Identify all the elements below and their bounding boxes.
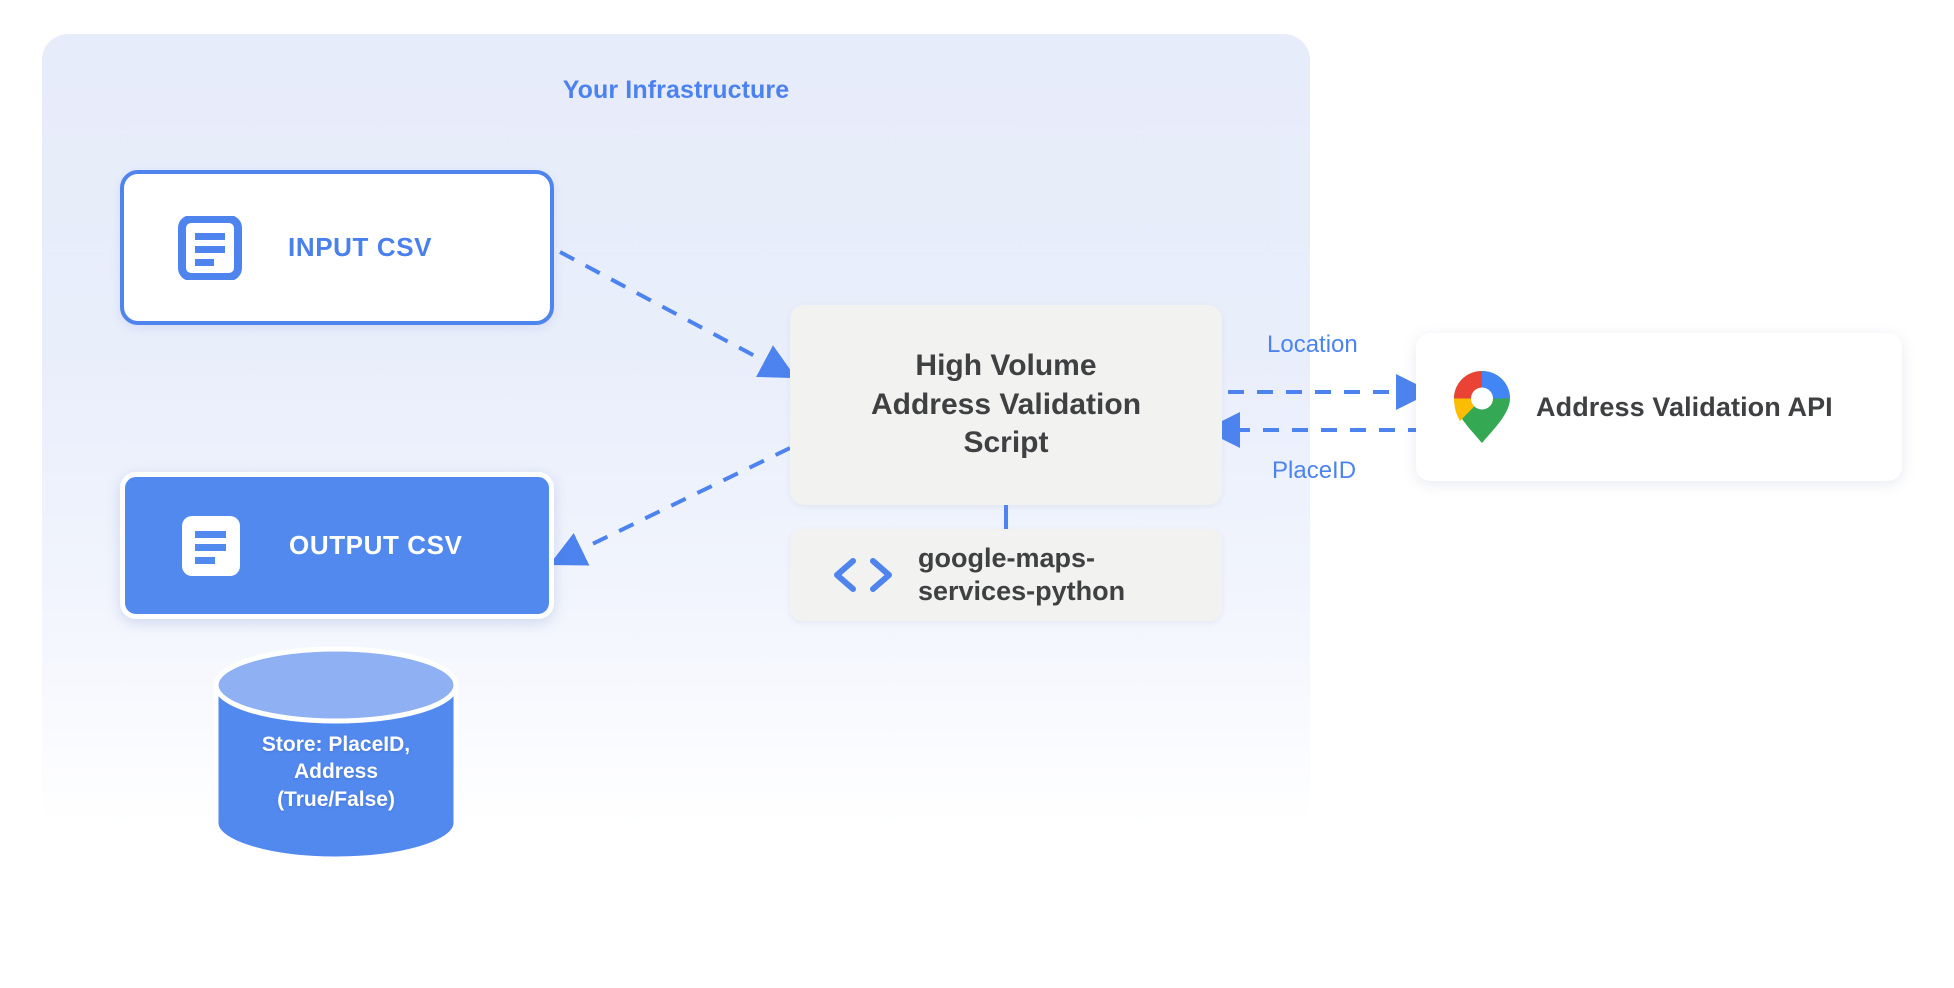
panel-title: Your Infrastructure: [562, 76, 790, 104]
node-validation-script[interactable]: High Volume Address Validation Script: [790, 305, 1222, 505]
script-label-line3: Script: [963, 426, 1049, 460]
script-label: High Volume Address Validation Script: [871, 347, 1141, 462]
node-output-csv[interactable]: OUTPUT CSV: [120, 472, 554, 619]
library-label: google-maps- services-python: [918, 542, 1125, 608]
database-label-line3: (True/False): [277, 787, 395, 811]
database-label-line1: Store: PlaceID,: [261, 733, 411, 756]
edge-label-location: Location: [1267, 331, 1358, 358]
database-label-line2: Address: [293, 760, 379, 784]
library-label-line2: services-python: [918, 576, 1126, 606]
script-label-line1: High Volume: [915, 349, 1097, 383]
code-brackets-icon: [828, 551, 898, 599]
edge-label-placeid: PlaceID: [1272, 457, 1357, 484]
node-database[interactable]: [212, 645, 460, 863]
document-icon: [178, 214, 242, 281]
google-maps-pin-icon: [1452, 369, 1512, 445]
script-label-line2: Address Validation: [870, 387, 1142, 421]
library-label-line1: google-maps-: [918, 543, 1096, 574]
database-label: Store: PlaceID, Address (True/False): [212, 731, 460, 813]
node-address-validation-api[interactable]: Address Validation API: [1416, 333, 1902, 481]
script-library-connector: [1004, 505, 1008, 529]
node-library[interactable]: google-maps- services-python: [790, 529, 1222, 621]
output-csv-label: OUTPUT CSV: [289, 530, 463, 560]
api-label: Address Validation API: [1536, 391, 1833, 422]
input-csv-label: INPUT CSV: [288, 232, 433, 262]
document-icon: [179, 514, 243, 578]
node-input-csv[interactable]: INPUT CSV: [120, 170, 554, 325]
